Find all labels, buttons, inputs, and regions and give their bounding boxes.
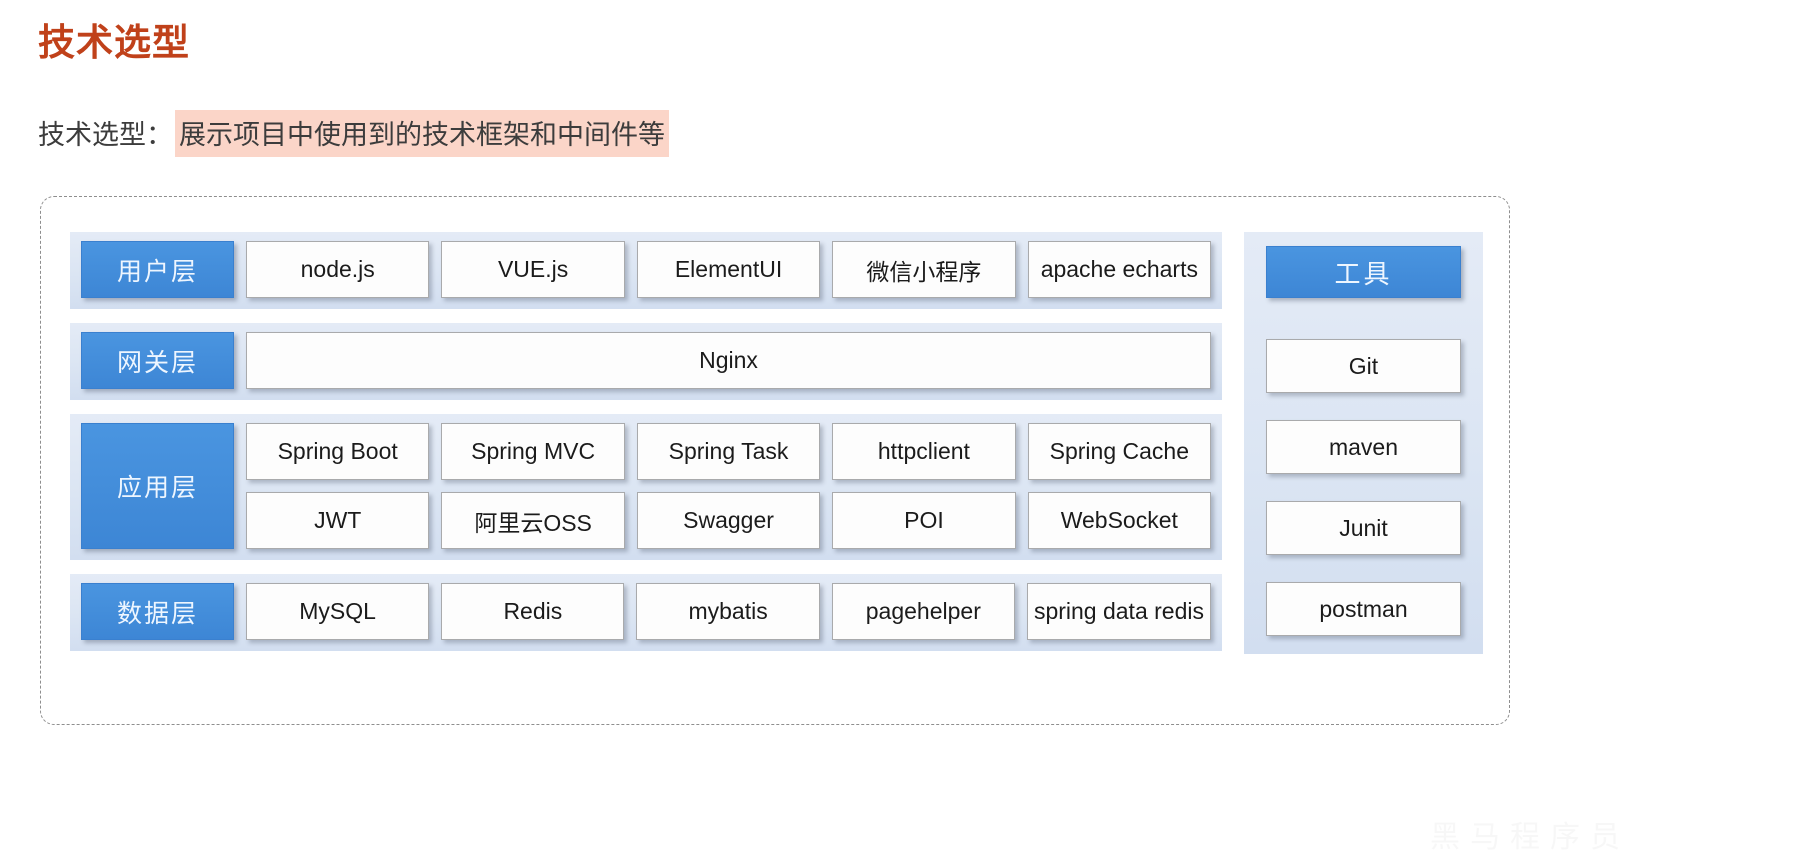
band-body-user-layer: node.js VUE.js ElementUI 微信小程序 apache ec… [246, 241, 1212, 298]
card-row: JWT 阿里云OSS Swagger POI WebSocket [246, 492, 1212, 549]
technology-layer-stack: 用户层 node.js VUE.js ElementUI 微信小程序 apach… [70, 232, 1222, 651]
tool-card-junit[interactable]: Junit [1266, 501, 1461, 555]
card-row: MySQL Redis mybatis pagehelper spring da… [246, 583, 1211, 640]
tech-card-spring-boot[interactable]: Spring Boot [246, 423, 430, 480]
tech-card-redis[interactable]: Redis [441, 583, 625, 640]
tech-card-elementui[interactable]: ElementUI [636, 241, 821, 298]
watermark: 黑马程序员 [1430, 821, 1630, 854]
subtitle-label: 技术选型： [38, 120, 173, 150]
band-label-data-layer: 数据层 [81, 583, 234, 640]
card-row: Nginx [246, 332, 1211, 389]
tool-card-git[interactable]: Git [1266, 339, 1461, 393]
tech-card-mybatis[interactable]: mybatis [636, 583, 820, 640]
tech-card-nginx[interactable]: Nginx [246, 332, 1211, 389]
page-title: 技术选型 [38, 22, 190, 63]
band-application-layer: 应用层 Spring Boot Spring MVC Spring Task h… [70, 414, 1222, 560]
subtitle-row: 技术选型： 展示项目中使用到的技术框架和中间件等 [38, 110, 669, 157]
card-row: node.js VUE.js ElementUI 微信小程序 apache ec… [246, 241, 1212, 298]
tool-card-postman[interactable]: postman [1266, 582, 1461, 636]
band-label-user-layer: 用户层 [81, 241, 234, 298]
tech-card-httpclient[interactable]: httpclient [832, 423, 1016, 480]
tool-card-maven[interactable]: maven [1266, 420, 1461, 474]
band-body-data-layer: MySQL Redis mybatis pagehelper spring da… [246, 583, 1211, 640]
tech-card-wechat-miniprogram[interactable]: 微信小程序 [832, 241, 1016, 298]
tech-card-websocket[interactable]: WebSocket [1027, 492, 1212, 549]
band-body-application-layer: Spring Boot Spring MVC Spring Task httpc… [246, 423, 1212, 549]
tech-card-mysql[interactable]: MySQL [246, 583, 430, 640]
tech-card-aliyun-oss[interactable]: 阿里云OSS [441, 492, 625, 549]
tech-card-poi[interactable]: POI [832, 492, 1016, 549]
tech-card-jwt[interactable]: JWT [246, 492, 430, 549]
tech-card-spring-mvc[interactable]: Spring MVC [441, 423, 625, 480]
tools-column-title: 工具 [1266, 246, 1461, 298]
band-label-gateway-layer: 网关层 [81, 332, 234, 389]
band-user-layer: 用户层 node.js VUE.js ElementUI 微信小程序 apach… [70, 232, 1222, 309]
tech-card-nodejs[interactable]: node.js [246, 241, 430, 298]
tech-card-vuejs[interactable]: VUE.js [441, 241, 625, 298]
tech-card-spring-data-redis[interactable]: spring data redis [1026, 583, 1211, 640]
band-label-application-layer: 应用层 [81, 423, 234, 549]
tools-column: 工具 Git maven Junit postman [1244, 232, 1483, 654]
band-body-gateway-layer: Nginx [246, 332, 1211, 389]
band-data-layer: 数据层 MySQL Redis mybatis pagehelper sprin… [70, 574, 1222, 651]
tech-card-pagehelper[interactable]: pagehelper [831, 583, 1015, 640]
card-row: Spring Boot Spring MVC Spring Task httpc… [246, 423, 1212, 480]
tech-card-swagger[interactable]: Swagger [636, 492, 821, 549]
tech-card-apache-echarts[interactable]: apache echarts [1027, 241, 1212, 298]
band-gateway-layer: 网关层 Nginx [70, 323, 1222, 400]
tech-card-spring-task[interactable]: Spring Task [636, 423, 821, 480]
subtitle-highlight-text: 展示项目中使用到的技术框架和中间件等 [175, 110, 669, 157]
tech-card-spring-cache[interactable]: Spring Cache [1027, 423, 1212, 480]
